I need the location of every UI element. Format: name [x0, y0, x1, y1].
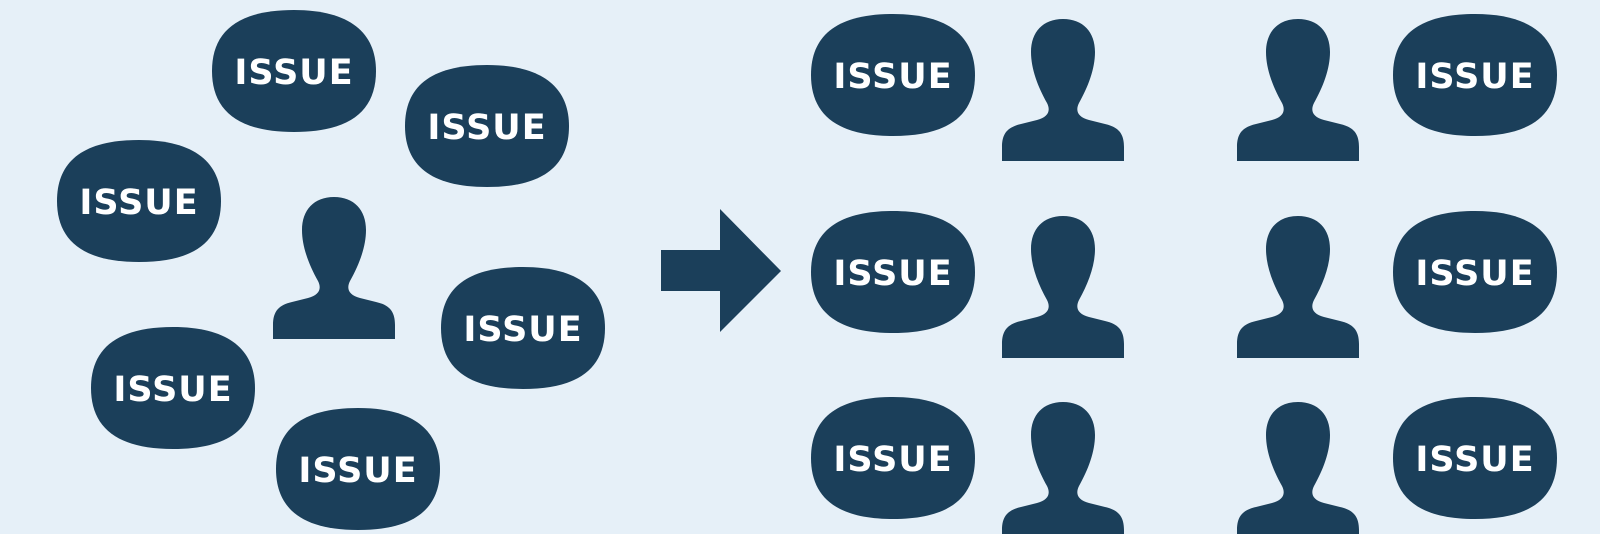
issue-bubble: ISSUE	[212, 10, 376, 132]
issue-label: ISSUE	[234, 53, 353, 93]
issue-bubble: ISSUE	[405, 65, 569, 187]
person-icon	[1237, 402, 1359, 534]
issue-label: ISSUE	[833, 57, 952, 97]
issue-bubble: ISSUE	[91, 327, 255, 449]
issue-label: ISSUE	[833, 440, 952, 480]
person-icon	[1237, 19, 1359, 161]
issue-bubble: ISSUE	[811, 211, 975, 333]
issue-label: ISSUE	[1415, 254, 1534, 294]
issue-bubble: ISSUE	[1393, 211, 1557, 333]
issue-label: ISSUE	[463, 310, 582, 350]
assignment-row: ISSUE ISSUE	[811, 397, 1557, 534]
person-icon	[1237, 216, 1359, 358]
person-icon	[273, 197, 395, 339]
issue-bubble: ISSUE	[811, 14, 975, 136]
issue-bubble: ISSUE	[1393, 397, 1557, 519]
issue-label: ISSUE	[833, 254, 952, 294]
right-grid: ISSUE ISSUE ISSUE	[811, 14, 1557, 534]
left-cluster: ISSUE ISSUE ISSUE ISSUE ISSUE ISSUE	[57, 10, 605, 530]
issue-bubble: ISSUE	[1393, 14, 1557, 136]
issue-label: ISSUE	[113, 370, 232, 410]
issue-label: ISSUE	[298, 451, 417, 491]
issue-label: ISSUE	[79, 183, 198, 223]
assignment-row: ISSUE ISSUE	[811, 211, 1557, 358]
issue-label: ISSUE	[1415, 440, 1534, 480]
issue-bubble: ISSUE	[441, 267, 605, 389]
person-icon	[1002, 19, 1124, 161]
person-icon	[1002, 216, 1124, 358]
issue-bubble: ISSUE	[276, 408, 440, 530]
assignment-row: ISSUE ISSUE	[811, 14, 1557, 161]
person-icon	[1002, 402, 1124, 534]
issue-bubble: ISSUE	[811, 397, 975, 519]
right-arrow-icon	[661, 209, 781, 332]
issue-label: ISSUE	[1415, 57, 1534, 97]
issue-label: ISSUE	[427, 108, 546, 148]
issue-bubble: ISSUE	[57, 140, 221, 262]
